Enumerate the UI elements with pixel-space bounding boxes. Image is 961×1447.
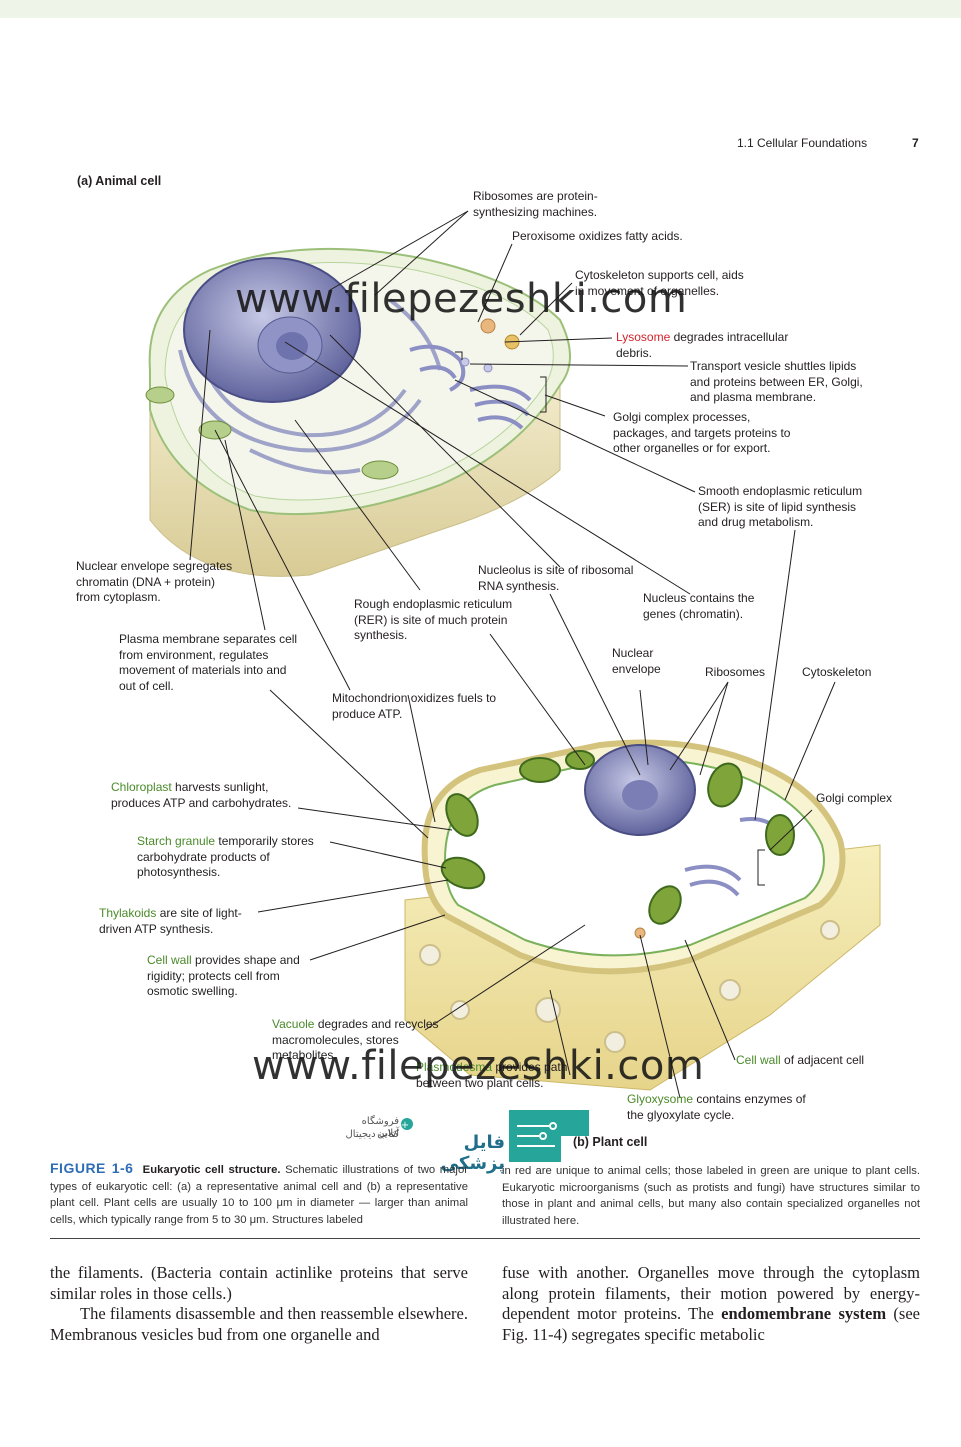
starch-term: Starch granule <box>137 834 216 848</box>
figure-title: Eukaryotic cell structure. <box>142 1164 281 1176</box>
label-starch-granule: Starch granule temporarily stores carboh… <box>137 834 314 881</box>
label-lysosome: Lysosome degrades intracellular debris. <box>616 330 788 361</box>
label-golgi-animal: Golgi complex processes, packages, and t… <box>613 410 791 455</box>
logo-graphic: + <box>401 1110 589 1162</box>
label-vacuole: Vacuole degrades and recycles macromolec… <box>272 1017 439 1064</box>
panel-label-plant: (b) Plant cell <box>573 1135 648 1149</box>
label-chloroplast: Chloroplast harvests sunlight, produces … <box>111 780 291 811</box>
watermark-bottom: www.filepezeshki.com <box>252 1043 705 1089</box>
body-column-right: fuse with another. Organelles move throu… <box>502 1263 920 1345</box>
label-nucleolus: Nucleolus is site of ribosomal RNA synth… <box>478 563 634 593</box>
body-left-paragraph-2: The filaments disassemble and then reass… <box>50 1304 468 1344</box>
cellwall-term: Cell wall <box>147 953 192 967</box>
label-nuclear-envelope-animal: Nuclear envelope segregates chromatin (D… <box>76 559 233 604</box>
plasmodesma-term: Plasmodesma <box>416 1060 493 1074</box>
figure-caption-right: in red are unique to animal cells; those… <box>502 1165 920 1227</box>
page-number: 7 <box>912 136 919 150</box>
label-transport-vesicle: Transport vesicle shuttles lipids and pr… <box>690 359 863 404</box>
logo-line2: کتاب دیجیتال <box>345 1129 399 1140</box>
figure-label: FIGURE 1-6 <box>50 1160 134 1176</box>
thylakoids-term: Thylakoids <box>99 906 157 920</box>
label-nucleus: Nucleus contains the genes (chromatin). <box>643 591 755 621</box>
label-plasmodesma: Plasmodesma provides path between two pl… <box>416 1060 567 1091</box>
label-thylakoids: Thylakoids are site of light- driven ATP… <box>99 906 242 937</box>
vacuole-text: degrades and recycles macromolecules, st… <box>272 1017 439 1062</box>
label-mitochondrion: Mitochondrion oxidizes fuels to produce … <box>332 691 497 721</box>
label-adjacent-cell-wall: Cell wall of adjacent cell <box>736 1053 864 1069</box>
running-head: 1.1 Cellular Foundations <box>737 136 868 150</box>
lysosome-text: degrades intracellular debris. <box>616 330 789 360</box>
leader-lines <box>189 210 836 1099</box>
vacuole-term: Vacuole <box>272 1017 315 1031</box>
body-right-post: (see Fig. 11-4) segregates specific meta… <box>502 1304 920 1344</box>
label-nuclear-envelope-plant: Nuclear envelope <box>612 646 661 676</box>
caption-rule <box>50 1238 920 1239</box>
glyoxysome-text: contains enzymes of the glyoxylate cycle… <box>627 1092 806 1122</box>
plasmodesma-text: provides path between two plant cells. <box>416 1060 568 1090</box>
adjacent-wall-term: Cell wall <box>736 1053 781 1067</box>
plant-cell-drawing <box>404 739 881 1091</box>
label-rer: Rough endoplasmic reticulum (RER) is sit… <box>354 597 513 642</box>
body-right-bold: endomembrane system <box>721 1304 887 1323</box>
body-right-pre: fuse with another. Organelles move throu… <box>502 1263 920 1323</box>
body-right-paragraph: fuse with another. Organelles move throu… <box>502 1263 920 1345</box>
label-peroxisome: Peroxisome oxidizes fatty acids. <box>512 229 683 243</box>
cellwall-text: provides shape and rigidity; protects ce… <box>147 953 300 998</box>
starch-text: temporarily stores carbohydrate products… <box>137 834 314 879</box>
store-logo: + فروشگاه آنلاین کتاب دیجیتال فایل پزشکی <box>335 1108 615 1174</box>
label-cell-wall: Cell wall provides shape and rigidity; p… <box>147 953 300 1000</box>
lysosome-term: Lysosome <box>616 330 671 344</box>
label-ribosomes-plant: Ribosomes <box>705 665 766 679</box>
body-column-left: the filaments. (Bacteria contain actinli… <box>50 1263 468 1345</box>
label-cytoskeleton-animal: Cytoskeleton supports cell, aids in move… <box>575 268 744 298</box>
label-ser: Smooth endoplasmic reticulum (SER) is si… <box>698 484 863 529</box>
logo-line1: فروشگاه آنلاین <box>361 1116 399 1139</box>
chloroplast-text: harvests sunlight, produces ATP and carb… <box>111 780 292 810</box>
label-golgi-plant: Golgi complex <box>816 791 893 805</box>
label-cytoskeleton-plant: Cytoskeleton <box>802 665 872 679</box>
body-left-paragraph-1: the filaments. (Bacteria contain actinli… <box>50 1263 468 1303</box>
glyoxysome-term: Glyoxysome <box>627 1092 694 1106</box>
thylakoids-text: are site of light- driven ATP synthesis. <box>99 906 242 936</box>
label-ribosomes-animal: Ribosomes are protein- synthesizing mach… <box>473 189 598 219</box>
label-glyoxysome: Glyoxysome contains enzymes of the glyox… <box>627 1092 806 1123</box>
logo-brand: فایل پزشکی <box>440 1132 505 1174</box>
top-band <box>0 0 961 18</box>
animal-cell-drawing <box>145 247 571 577</box>
panel-label-animal: (a) Animal cell <box>77 174 162 188</box>
svg-text:+: + <box>401 1120 409 1131</box>
caption-left-text: Schematic illustrations of two major typ… <box>50 1164 468 1226</box>
chloroplast-term: Chloroplast <box>111 780 172 794</box>
adjacent-wall-text: of adjacent cell <box>780 1053 865 1067</box>
label-plasma-membrane: Plasma membrane separates cell from envi… <box>119 632 298 693</box>
figure-caption-left: FIGURE 1-6 Eukaryotic cell structure. Sc… <box>50 1160 468 1228</box>
watermark-top: www.filepezeshki.com <box>235 276 688 322</box>
